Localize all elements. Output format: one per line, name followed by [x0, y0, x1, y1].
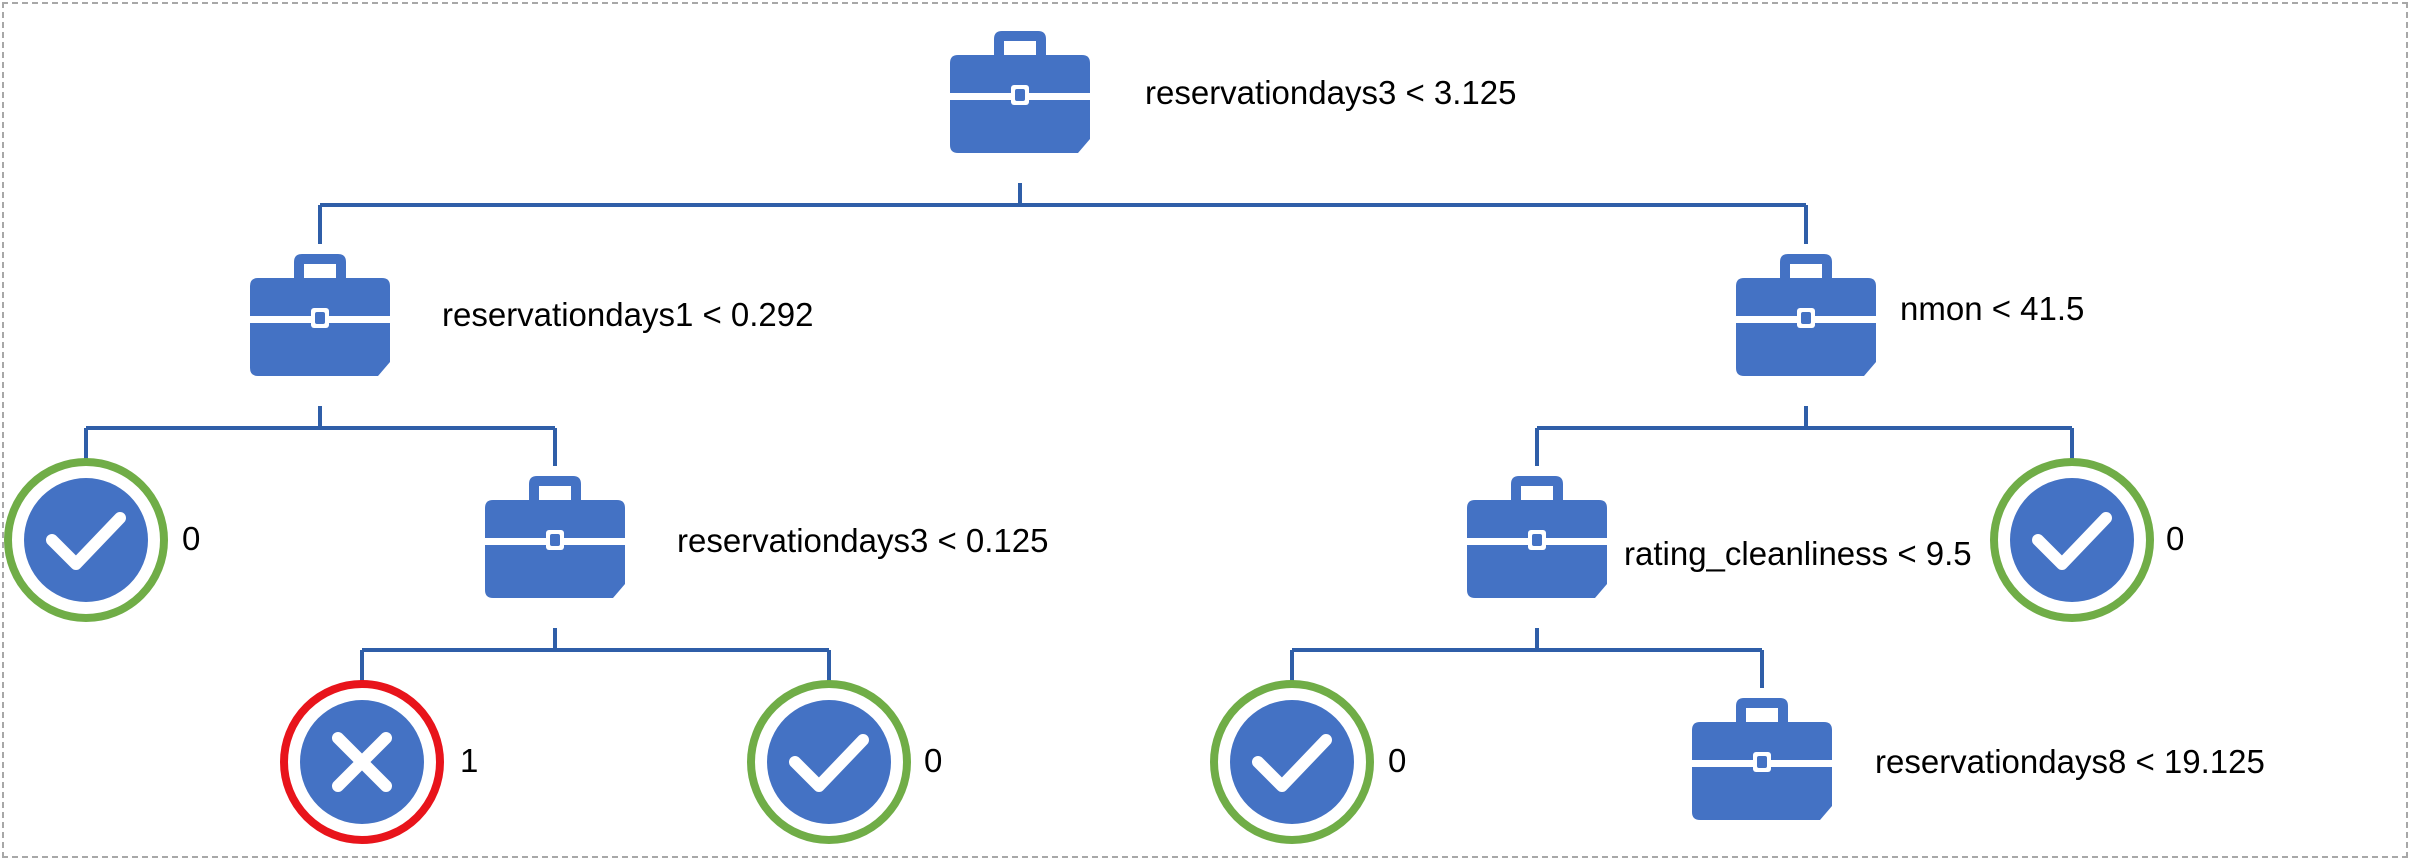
connector-left-right	[360, 628, 831, 686]
node-label-rl-ok: 0	[1388, 742, 1406, 779]
node-label-right-left: rating_cleanliness < 9.5	[1624, 535, 1972, 572]
tree-node-right-left: rating_cleanliness < 9.5	[1467, 476, 1972, 598]
tree-node-lr-ok: 0	[747, 680, 942, 844]
connector-root	[318, 183, 1808, 244]
tree-node-rl-ok: 0	[1210, 680, 1406, 844]
checkmark-icon	[1990, 458, 2154, 622]
tree-node-left-right: reservationdays3 < 0.125	[485, 476, 1049, 598]
cross-icon	[280, 680, 444, 844]
connector-right-left	[1290, 628, 1764, 688]
node-label-right: nmon < 41.5	[1900, 290, 2084, 327]
briefcase-icon	[1467, 476, 1607, 598]
checkmark-icon	[747, 680, 911, 844]
briefcase-icon	[250, 254, 390, 376]
checkmark-icon	[4, 458, 168, 622]
node-label-left-right: reservationdays3 < 0.125	[677, 522, 1049, 559]
tree-node-root: reservationdays3 < 3.125	[950, 31, 1517, 153]
tree-node-right: nmon < 41.5	[1736, 254, 2084, 376]
briefcase-icon	[1736, 254, 1876, 376]
tree-node-left: reservationdays1 < 0.292	[250, 254, 814, 376]
node-label-lr-ok: 0	[924, 742, 942, 779]
node-label-left-leaf: 0	[182, 520, 200, 557]
node-label-rl-split: reservationdays8 < 19.125	[1875, 743, 2265, 780]
node-label-lr-fail: 1	[460, 742, 478, 779]
briefcase-icon	[485, 476, 625, 598]
tree-node-rl-split: reservationdays8 < 19.125	[1692, 698, 2265, 820]
node-label-left: reservationdays1 < 0.292	[442, 296, 814, 333]
connector-left	[84, 406, 557, 466]
tree-node-right-leaf: 0	[1990, 458, 2184, 622]
tree-node-left-leaf: 0	[4, 458, 200, 622]
tree-connectors	[84, 183, 2074, 688]
node-label-right-leaf: 0	[2166, 520, 2184, 557]
briefcase-icon	[950, 31, 1090, 153]
briefcase-icon	[1692, 698, 1832, 820]
connector-right	[1535, 406, 2074, 466]
node-label-root: reservationdays3 < 3.125	[1145, 74, 1517, 111]
tree-nodes: reservationdays3 < 3.125 reservationdays1…	[4, 31, 2265, 844]
checkmark-icon	[1210, 680, 1374, 844]
tree-node-lr-fail: 1	[280, 680, 478, 844]
